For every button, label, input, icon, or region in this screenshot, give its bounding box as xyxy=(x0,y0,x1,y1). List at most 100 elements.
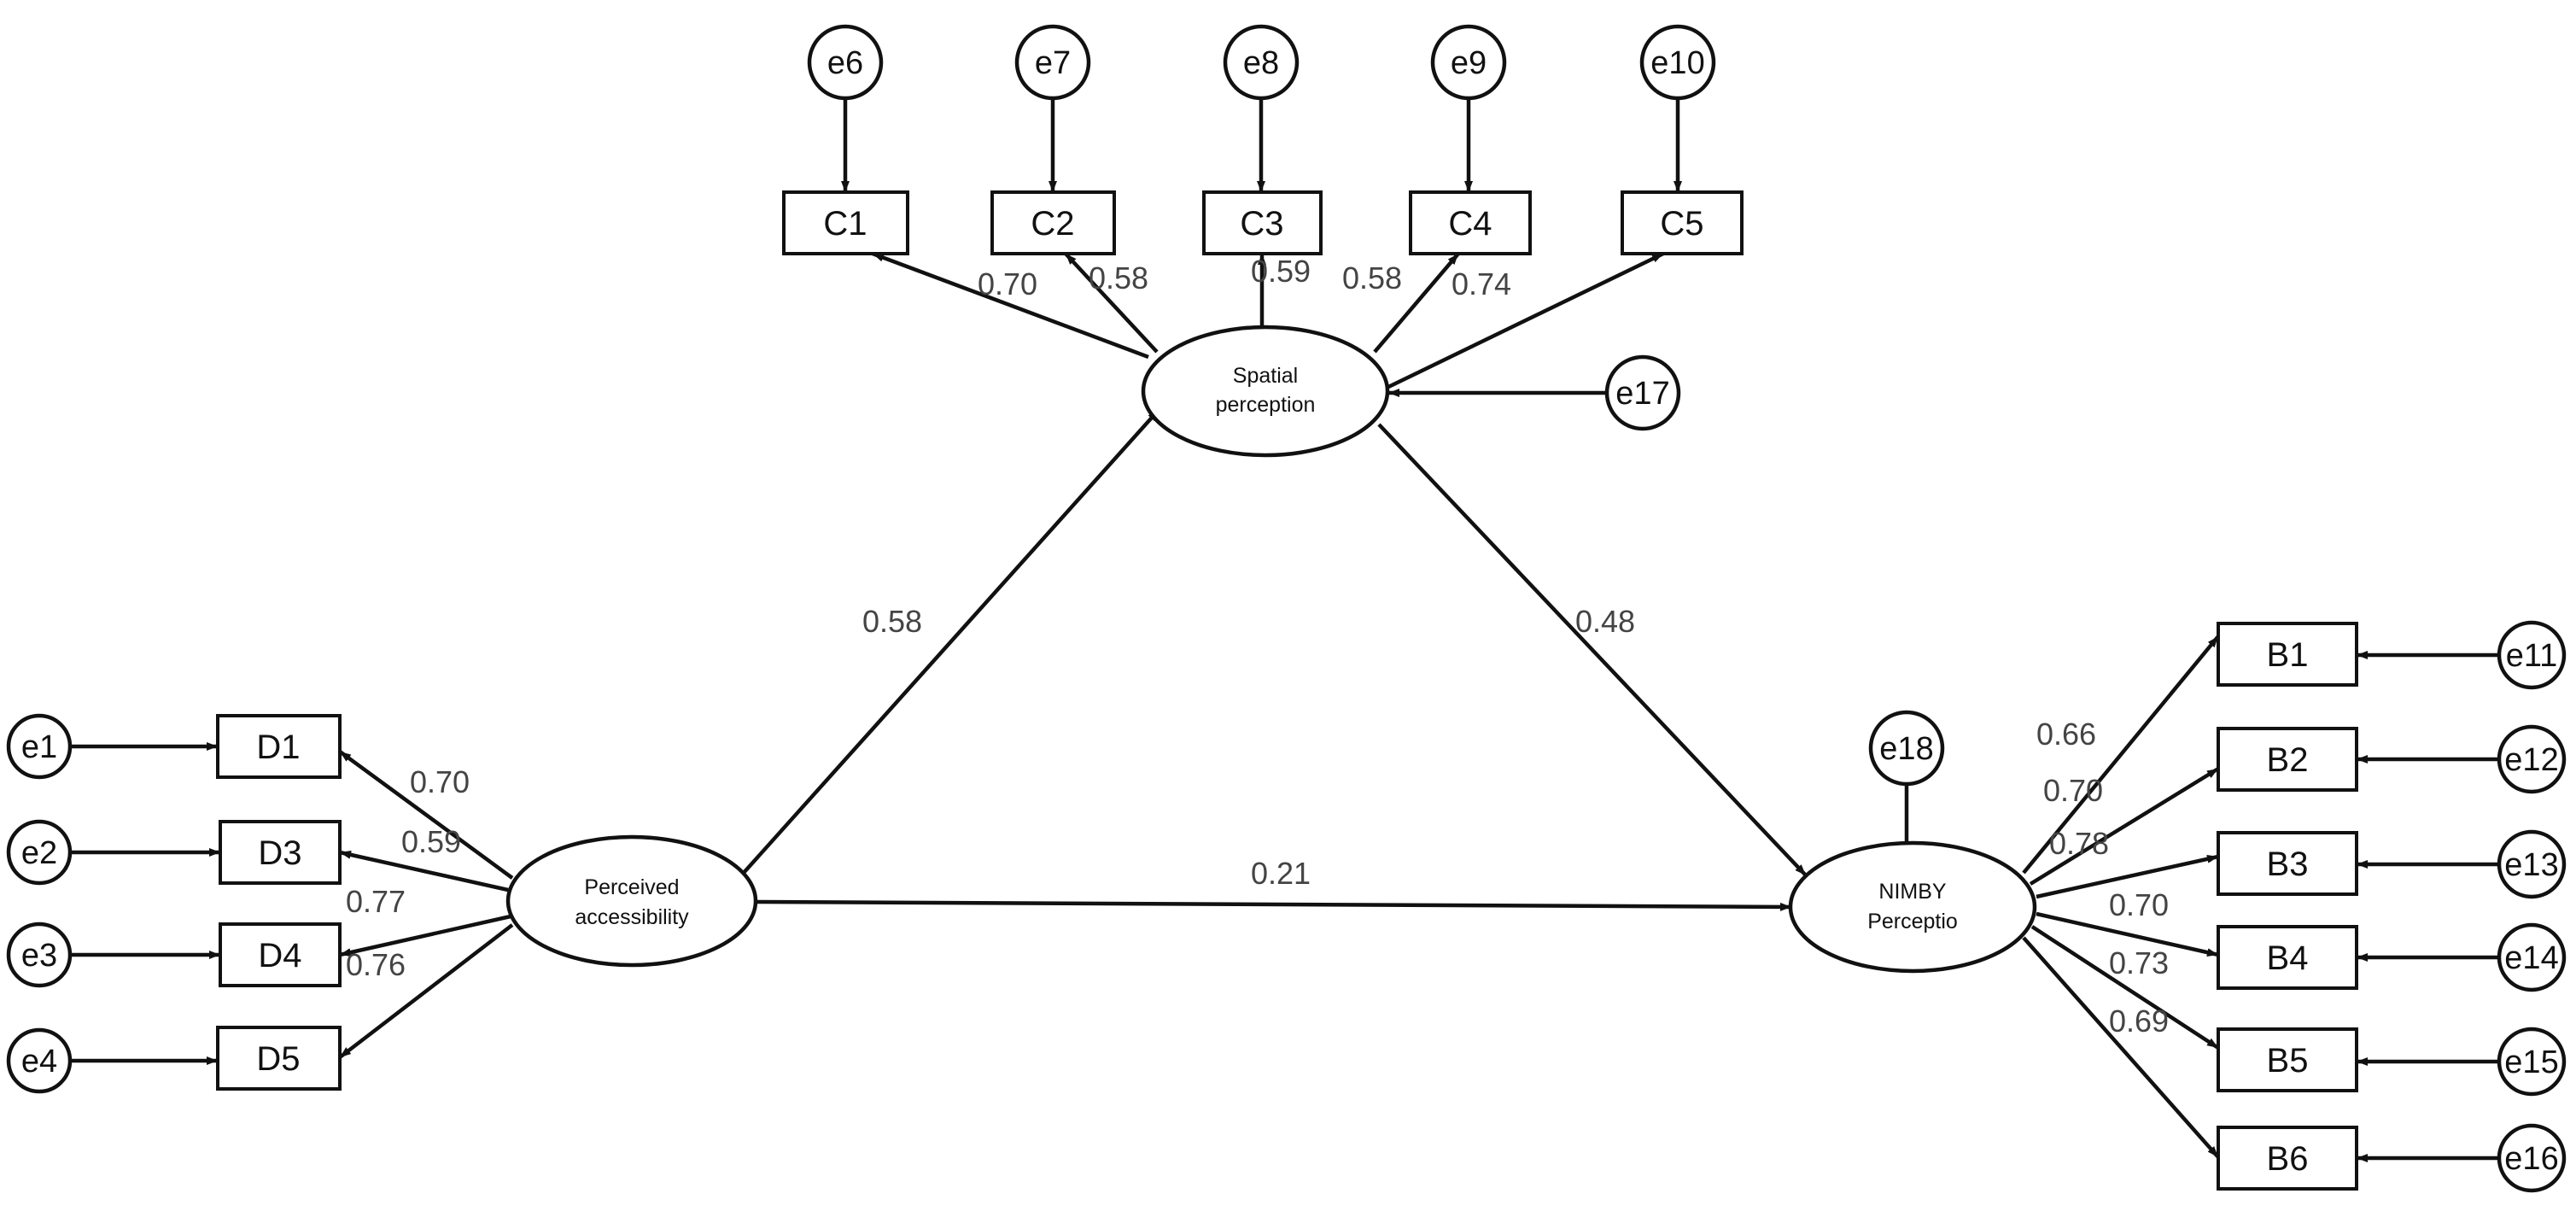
loading-b1: 0.66 xyxy=(2036,717,2096,752)
error-e2: e2 xyxy=(6,819,73,886)
error-e7: e7 xyxy=(1014,24,1091,101)
loading-c4: 0.58 xyxy=(1342,260,1402,296)
error-e10: e10 xyxy=(1639,24,1716,101)
top-errors: e6 e7 e8 e9 e10 xyxy=(807,24,1716,101)
error-e12-label: e12 xyxy=(2504,742,2558,778)
indicator-d5-label: D5 xyxy=(256,1040,300,1078)
error-e3: e3 xyxy=(6,922,73,988)
indicator-c4-label: C4 xyxy=(1448,205,1492,243)
indicator-b5: B5 xyxy=(2217,1027,2358,1092)
latent-nimby-perception: NIMBY Perceptio xyxy=(1788,840,2037,974)
loading-b5: 0.73 xyxy=(2109,945,2169,980)
indicator-b2-label: B2 xyxy=(2267,741,2309,779)
latent-access-line1: Perceived xyxy=(584,875,679,899)
edge-access-d4 xyxy=(339,914,511,957)
error-e14: e14 xyxy=(2497,922,2567,992)
indicator-b1: B1 xyxy=(2217,622,2358,687)
error-e4: e4 xyxy=(6,1027,73,1094)
indicator-c5: C5 xyxy=(1621,190,1744,255)
indicator-b1-label: B1 xyxy=(2267,636,2309,674)
indicator-b6-label: B6 xyxy=(2267,1140,2309,1178)
path-access-spatial: 0.58 xyxy=(862,604,922,639)
loading-d4: 0.77 xyxy=(346,884,406,919)
error-e9-label: e9 xyxy=(1451,45,1487,81)
error-e2-label: e2 xyxy=(21,835,57,871)
error-e18: e18 xyxy=(1868,710,1945,787)
indicator-d1-label: D1 xyxy=(256,729,300,766)
indicator-b2: B2 xyxy=(2217,727,2358,792)
indicator-b4: B4 xyxy=(2217,925,2358,990)
indicator-c4: C4 xyxy=(1409,190,1532,255)
indicator-c2: C2 xyxy=(990,190,1116,255)
b-indicators: B1 B2 B3 B4 B5 B6 xyxy=(2217,622,2358,1191)
error-e12: e12 xyxy=(2497,724,2567,794)
error-e11-label: e11 xyxy=(2506,638,2558,674)
left-errors: e1 e2 e3 e4 xyxy=(6,713,73,1094)
edge-nimby-b4 xyxy=(2036,911,2219,957)
indicator-c3: C3 xyxy=(1202,190,1323,255)
error-e17: e17 xyxy=(1604,354,1681,431)
c-indicators: C1 C2 C3 C4 C5 xyxy=(782,190,1744,255)
indicator-c1: C1 xyxy=(782,190,909,255)
latent-nimby-line1: NIMBY xyxy=(1878,880,1947,904)
indicator-d1: D1 xyxy=(216,714,342,779)
edge-access-d1 xyxy=(338,750,514,880)
error-e10-label: e10 xyxy=(1650,45,1704,81)
error-e13-label: e13 xyxy=(2504,847,2558,883)
indicator-c3-label: C3 xyxy=(1240,205,1283,243)
indicator-b5-label: B5 xyxy=(2267,1042,2309,1080)
latent-spatial-line2: perception xyxy=(1216,393,1316,417)
error-e3-label: e3 xyxy=(21,938,57,974)
indicator-b6: B6 xyxy=(2217,1126,2358,1191)
path-access-nimby: 0.21 xyxy=(1251,856,1311,891)
edge-nimby-b6 xyxy=(2022,936,2220,1159)
edge-nimby-b2 xyxy=(2029,767,2220,886)
edge-spatial-c1 xyxy=(872,251,1149,360)
edge-access-d3 xyxy=(339,850,509,892)
edge-nimby-b3 xyxy=(2036,854,2219,899)
edge-spatial-nimby xyxy=(1377,423,1808,877)
indicator-b4-label: B4 xyxy=(2267,939,2309,977)
error-e7-label: e7 xyxy=(1035,45,1071,81)
indicator-b3-label: B3 xyxy=(2267,846,2309,883)
loading-d1: 0.70 xyxy=(410,764,470,799)
latent-spatial-line1: Spatial xyxy=(1233,364,1298,388)
indicator-c2-label: C2 xyxy=(1031,205,1074,243)
edge-spatial-c5 xyxy=(1384,251,1664,391)
latent-access-line2: accessibility xyxy=(575,905,689,929)
latent-perceived-accessibility: Perceived accessibility xyxy=(505,834,758,968)
loading-c2: 0.58 xyxy=(1089,260,1148,296)
indicator-d3: D3 xyxy=(219,820,342,885)
coefficients: 0.70 0.58 0.59 0.58 0.74 0.70 0.59 0.77 … xyxy=(346,254,2169,1039)
error-e4-label: e4 xyxy=(21,1044,57,1080)
loading-c1: 0.70 xyxy=(978,266,1037,301)
indicator-d5: D5 xyxy=(216,1026,342,1091)
loading-d5: 0.76 xyxy=(346,947,406,982)
edge-nimby-b1 xyxy=(2022,635,2220,875)
error-e18-label: e18 xyxy=(1879,731,1933,767)
loading-b6: 0.69 xyxy=(2109,1004,2169,1039)
error-e15-label: e15 xyxy=(2504,1045,2558,1080)
error-e1-label: e1 xyxy=(21,729,57,765)
indicator-d4: D4 xyxy=(219,922,342,987)
path-spatial-nimby: 0.48 xyxy=(1575,604,1635,639)
indicator-d4-label: D4 xyxy=(258,937,301,974)
edge-spatial-c2 xyxy=(1064,252,1159,354)
latent-nimby-line2: Perceptio xyxy=(1867,910,1958,933)
indicator-d3-label: D3 xyxy=(258,834,301,872)
indicator-c5-label: C5 xyxy=(1660,205,1703,243)
loading-c3: 0.59 xyxy=(1251,254,1311,289)
loading-d3: 0.59 xyxy=(401,824,461,859)
error-e6-label: e6 xyxy=(827,45,863,81)
indicator-b3: B3 xyxy=(2217,831,2358,896)
error-e6: e6 xyxy=(807,24,884,101)
edge-access-nimby xyxy=(755,899,1792,911)
loading-c5: 0.74 xyxy=(1452,266,1511,301)
error-e9: e9 xyxy=(1430,24,1507,101)
error-e1: e1 xyxy=(6,713,73,780)
error-e16: e16 xyxy=(2497,1123,2567,1193)
d-indicators: D1 D3 D4 D5 xyxy=(216,714,342,1091)
edge-access-d5 xyxy=(338,923,514,1059)
error-e17-label: e17 xyxy=(1615,376,1669,412)
